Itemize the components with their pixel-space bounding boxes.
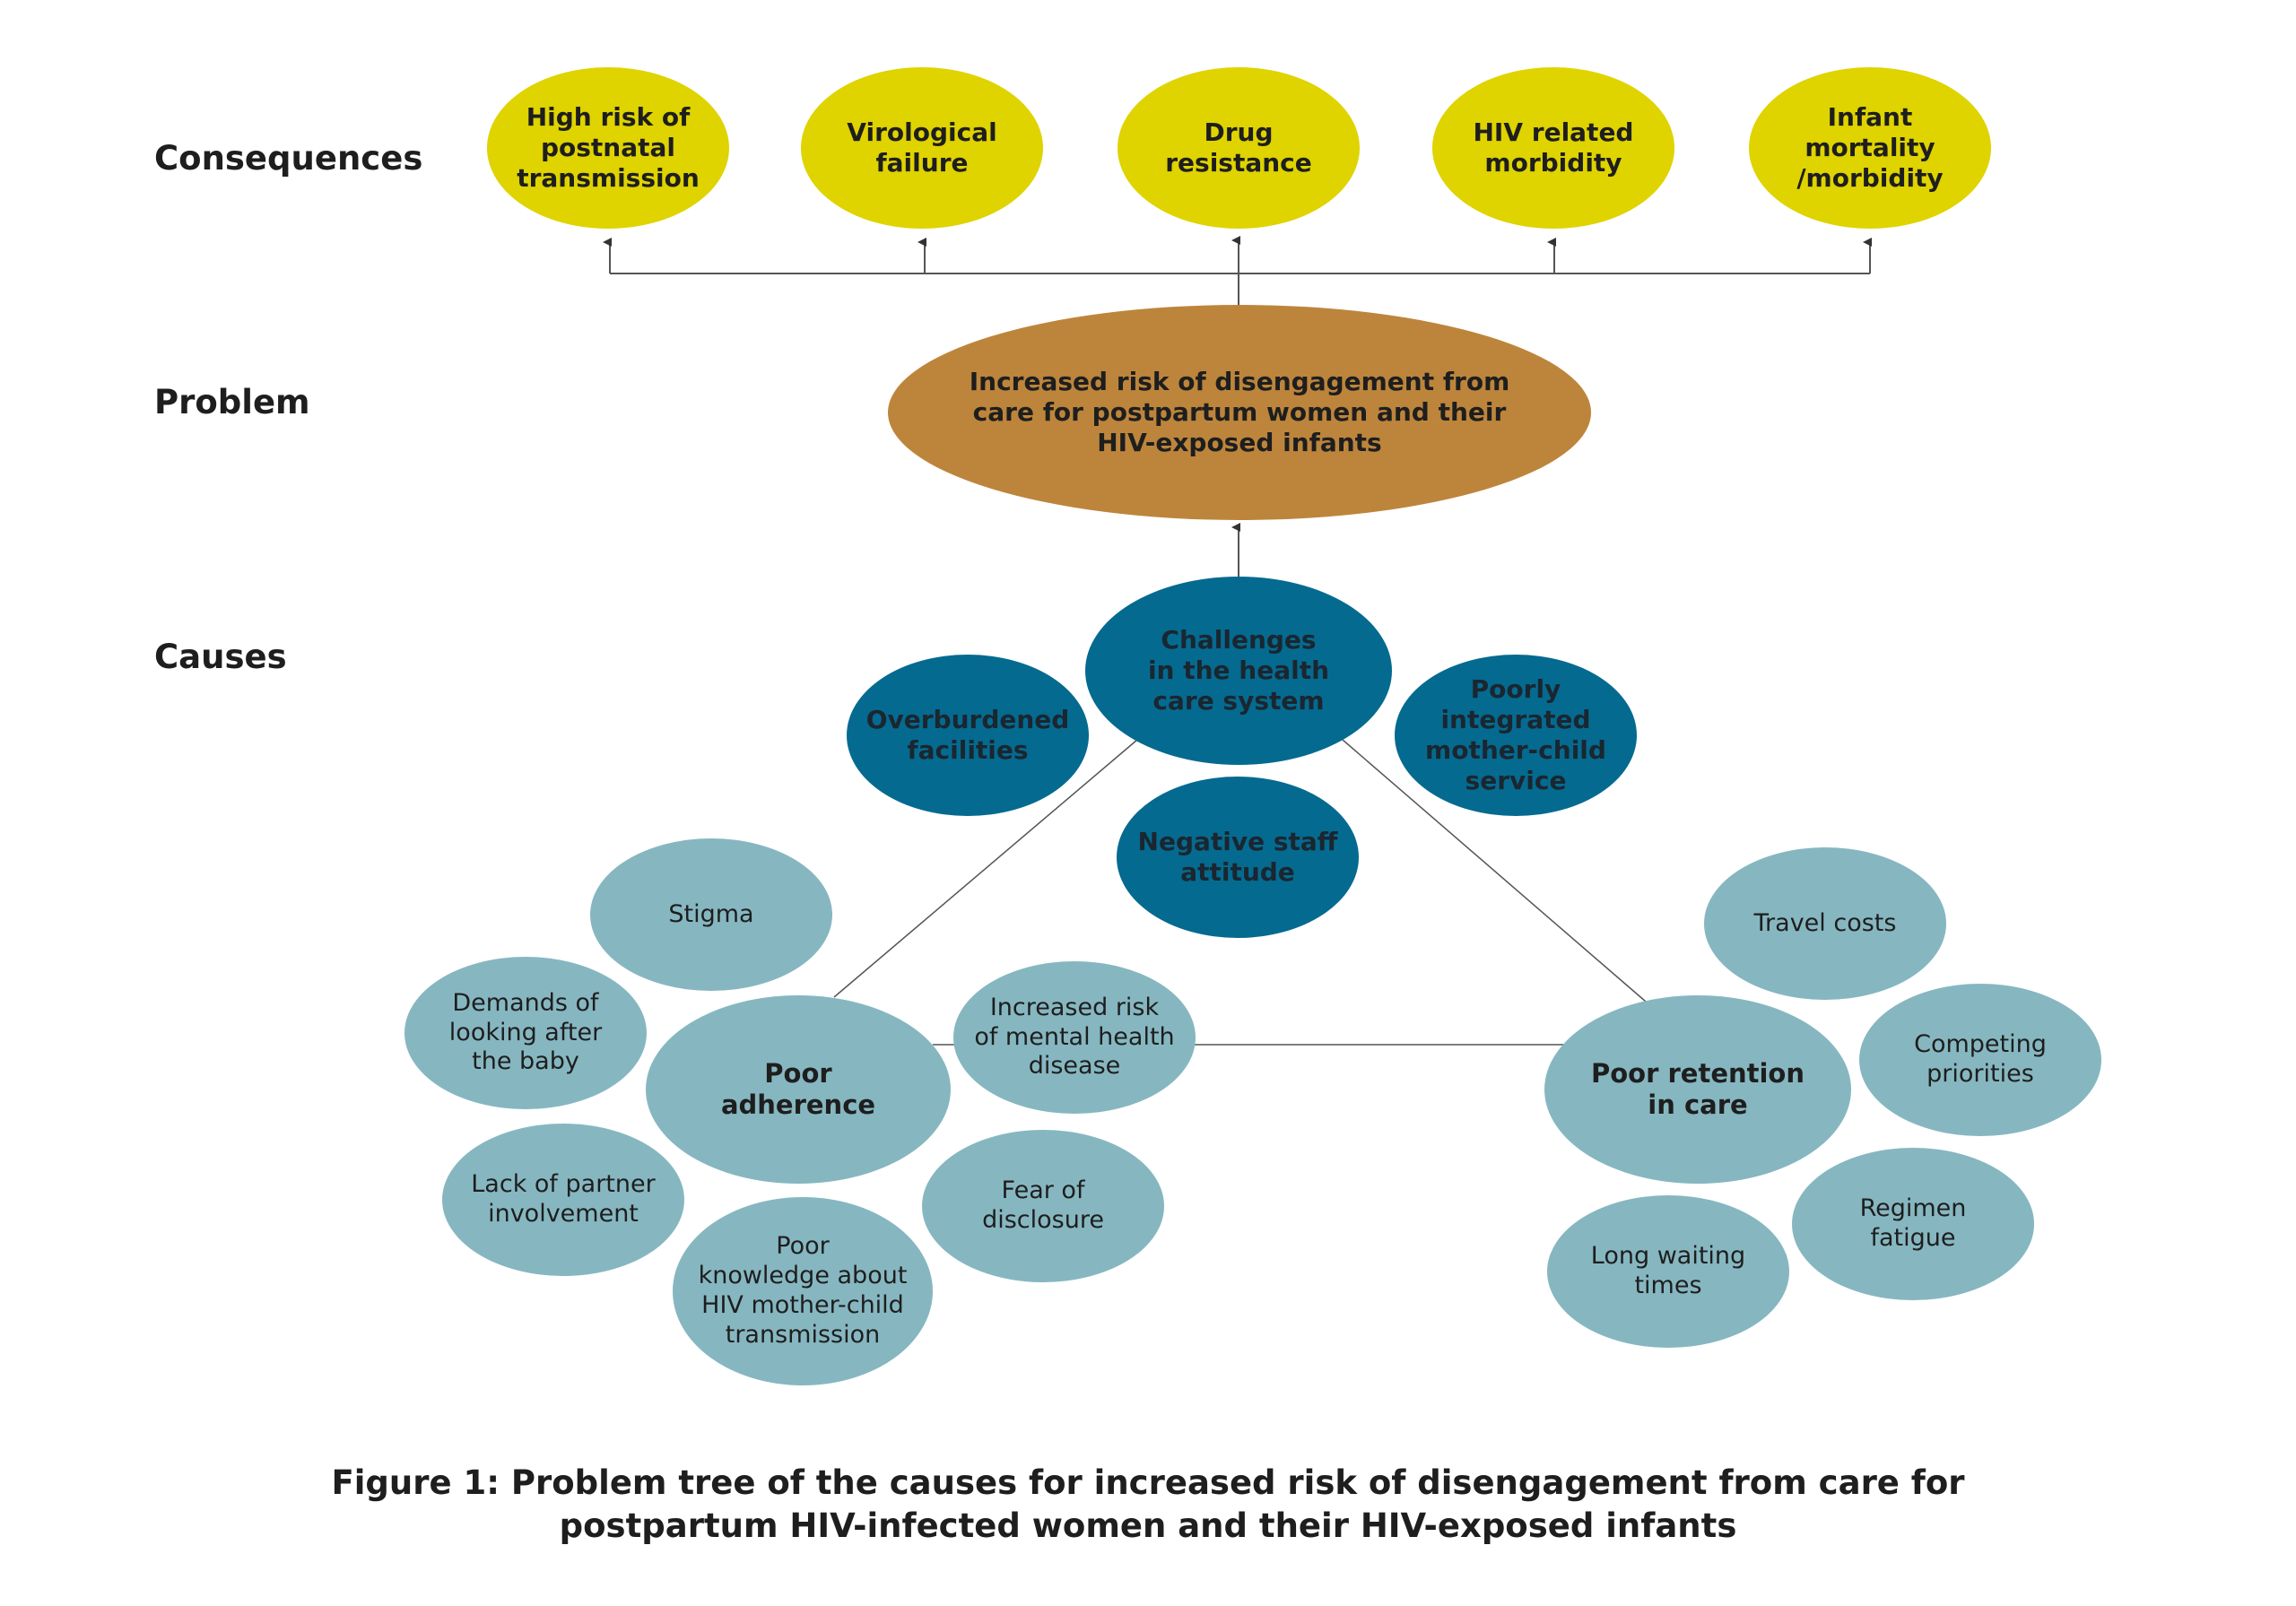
level-label-problem: Problem xyxy=(154,383,310,421)
cause-long-waiting-times: Long waiting times xyxy=(1547,1195,1789,1348)
consequence-drug-resistance: Drug resistance xyxy=(1118,67,1360,229)
cause-poor-retention-in-care: Poor retention in care xyxy=(1544,995,1851,1184)
cause-poorly-integrated-service: Poorly integrated mother-child service xyxy=(1395,655,1637,816)
level-label-causes: Causes xyxy=(154,638,287,676)
cause-poor-adherence: Poor adherence xyxy=(646,995,951,1184)
cause-poor-knowledge-transmission: Poor knowledge about HIV mother-child tr… xyxy=(673,1197,933,1385)
cause-stigma: Stigma xyxy=(590,838,832,991)
figure-caption: Figure 1: Problem tree of the causes for… xyxy=(331,1463,1965,1546)
cause-demands-looking-after-baby: Demands of looking after the baby xyxy=(404,957,647,1109)
triangle-right-edge xyxy=(1342,739,1647,1003)
consequence-virological-failure: Virological failure xyxy=(801,67,1043,229)
cause-health-care-system: Challenges in the health care system xyxy=(1085,577,1392,765)
cause-mental-health-risk: Increased risk of mental health disease xyxy=(953,961,1196,1114)
cause-overburdened-facilities: Overburdened facilities xyxy=(847,655,1089,816)
level-label-consequences: Consequences xyxy=(154,139,423,178)
cause-negative-staff-attitude: Negative staff attitude xyxy=(1117,777,1359,938)
cause-competing-priorities: Competing priorities xyxy=(1859,984,2101,1136)
consequence-postnatal-transmission: High risk of postnatal transmission xyxy=(487,67,729,229)
cause-regimen-fatigue: Regimen fatigue xyxy=(1792,1148,2034,1300)
cause-lack-partner-involvement: Lack of partner involvement xyxy=(442,1124,684,1276)
consequence-infant-mortality: Infant mortality /morbidity xyxy=(1749,67,1991,229)
cause-travel-costs: Travel costs xyxy=(1704,847,1946,1000)
consequence-hiv-morbidity: HIV related morbidity xyxy=(1432,67,1674,229)
triangle-left-edge xyxy=(833,739,1138,998)
problem-disengagement: Increased risk of disengagement from car… xyxy=(888,305,1591,520)
cause-fear-of-disclosure: Fear of disclosure xyxy=(922,1130,1164,1282)
